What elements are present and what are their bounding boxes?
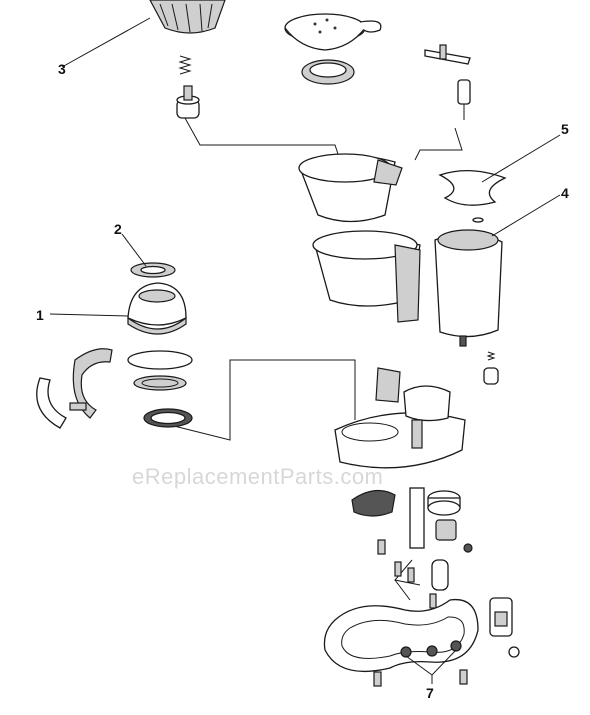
main-housing [434,229,503,347]
showerhead-cover [284,13,382,51]
leader-5 [481,134,561,183]
gasket-wedge [438,170,507,223]
heater-base [334,367,466,469]
switch-module [489,597,520,658]
lever-arm [424,44,471,120]
central-tube [409,487,473,591]
leader-4 [491,194,561,237]
dome-cap [127,282,187,335]
water-reservoir [312,230,421,323]
callout-3: 3 [58,61,66,77]
watermark-text: eReplacementParts.com [132,464,384,489]
filter-basket [149,0,226,34]
callout-7: 7 [426,685,434,701]
leader-1 [49,313,129,317]
assembly-lines [169,117,463,601]
callout-5: 5 [561,121,569,137]
leader-2 [121,233,147,267]
hot-plate [351,489,461,517]
ring-stack [127,350,193,428]
spring [178,55,192,75]
bottom-screws [373,669,468,687]
callout-4: 4 [561,185,569,201]
valve-plunger [176,85,200,119]
callout-1: 1 [36,307,44,323]
leader-3 [61,17,151,68]
gasket-ring [130,262,176,278]
right-small-parts [483,351,499,385]
brew-basket-holder [298,153,403,223]
bottom-plate [323,598,479,672]
side-panel [36,348,113,429]
callout-2: 2 [114,221,122,237]
shower-disc [301,59,355,85]
screws-mid [377,539,437,609]
